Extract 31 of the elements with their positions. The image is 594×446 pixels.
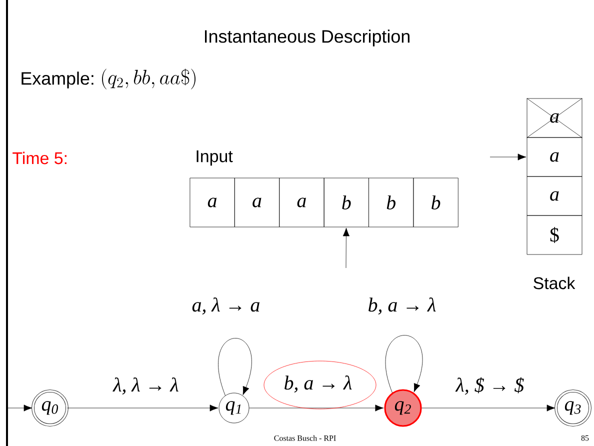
tape-cell: b (324, 178, 369, 228)
edge-label: λ, λ → λ (112, 376, 180, 396)
stack-label: Stack (534, 276, 576, 290)
self-loop-arrow (385, 335, 423, 393)
edge-label: λ, $ → $ (454, 376, 526, 396)
transition-arrow (249, 404, 384, 412)
pointer-arrow (490, 154, 526, 160)
input-label: Input (196, 150, 233, 166)
pointer-arrow (342, 228, 350, 268)
transition-arrow (67, 404, 218, 412)
arrow (8, 404, 32, 412)
transition-arrow (422, 404, 556, 412)
accepting-state: q$_{3}$ (554, 390, 592, 426)
tape-cell: a (234, 178, 280, 228)
stack-cell: $ (526, 215, 582, 255)
self-loop-arrow (218, 338, 252, 396)
tape-cell: a (279, 178, 324, 228)
edge-label: b, a → λ (284, 375, 352, 393)
edge-label: b, a → λ (366, 296, 438, 316)
tape-cell: b (368, 178, 414, 228)
edge-label: a, λ → a (190, 296, 262, 316)
accepting-state: q$_{0}$ (32, 390, 68, 426)
stack-cell: a (526, 137, 582, 177)
title: Instantaneous Description (204, 30, 410, 46)
tape-cell: a (190, 178, 235, 228)
tape-cell: b (413, 178, 458, 228)
current-state: q$_{2}$ (384, 389, 422, 427)
example-label: Example: (22, 72, 94, 88)
tuple-formula: $(q_2,bb,aa\$)$ (102, 68, 196, 90)
stack-cell: a (526, 176, 582, 216)
time-label: Time 5: (12, 152, 66, 164)
